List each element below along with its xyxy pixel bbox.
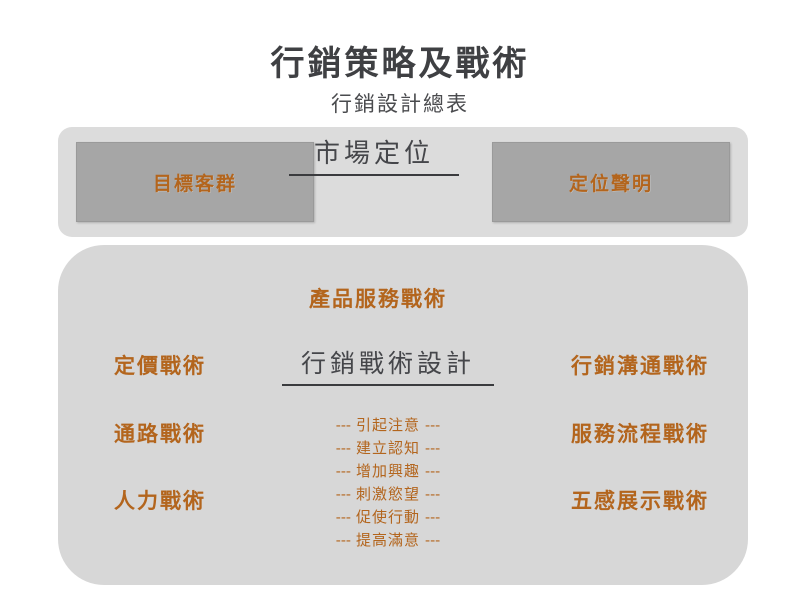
dash-left-icon: ---	[335, 462, 351, 480]
marketing-tactics-design-heading: 行銷戰術設計	[268, 344, 508, 386]
dash-left-icon: ---	[335, 485, 351, 503]
positioning-statement-box[interactable]: 定位聲明	[492, 142, 730, 222]
marketing-tactics-panel	[58, 245, 748, 585]
list-item: ---增加興趣---	[268, 460, 508, 483]
target-audience-box[interactable]: 目標客群	[76, 142, 314, 222]
step-label: 建立認知	[355, 439, 420, 457]
list-item: ---引起注意---	[268, 414, 508, 437]
people-tactics-label[interactable]: 人力戰術	[114, 488, 206, 513]
market-positioning-heading-text: 市場定位	[313, 139, 434, 169]
product-service-tactics-heading: 產品服務戰術	[309, 286, 447, 311]
market-positioning-panel: 目標客群 定位聲明	[58, 127, 748, 237]
dash-left-icon: ---	[335, 439, 351, 457]
dash-left-icon: ---	[335, 531, 351, 549]
pricing-tactics-label[interactable]: 定價戰術	[114, 353, 206, 378]
list-item: ---刺激慾望---	[268, 483, 508, 506]
market-positioning-underline	[289, 174, 459, 176]
dash-right-icon: ---	[425, 485, 441, 503]
customer-journey-steps: ---引起注意--- ---建立認知--- ---增加興趣--- ---刺激慾望…	[268, 414, 508, 552]
dash-right-icon: ---	[425, 508, 441, 526]
step-label: 提高滿意	[355, 531, 420, 549]
channel-tactics-label[interactable]: 通路戰術	[114, 421, 206, 446]
dash-right-icon: ---	[425, 531, 441, 549]
list-item: ---提高滿意---	[268, 529, 508, 552]
positioning-statement-label: 定位聲明	[568, 172, 653, 195]
page-subtitle: 行銷設計總表	[331, 92, 469, 116]
dash-right-icon: ---	[425, 462, 441, 480]
list-item: ---促使行動---	[268, 506, 508, 529]
five-senses-display-tactics-label[interactable]: 五感展示戰術	[571, 488, 709, 513]
dash-left-icon: ---	[335, 508, 351, 526]
list-item: ---建立認知---	[268, 437, 508, 460]
dash-right-icon: ---	[425, 416, 441, 434]
target-audience-label: 目標客群	[152, 172, 237, 195]
page-title: 行銷策略及戰術	[270, 44, 530, 84]
marketing-tactics-design-heading-text: 行銷戰術設計	[300, 349, 475, 378]
market-positioning-heading: 市場定位	[258, 133, 490, 176]
step-label: 刺激慾望	[355, 485, 420, 503]
step-label: 促使行動	[355, 508, 420, 526]
marketing-tactics-design-underline	[282, 384, 494, 386]
step-label: 引起注意	[355, 416, 420, 434]
service-process-tactics-label[interactable]: 服務流程戰術	[571, 421, 709, 446]
step-label: 增加興趣	[355, 462, 420, 480]
dash-left-icon: ---	[335, 416, 351, 434]
dash-right-icon: ---	[425, 439, 441, 457]
communication-tactics-label[interactable]: 行銷溝通戰術	[571, 353, 709, 378]
